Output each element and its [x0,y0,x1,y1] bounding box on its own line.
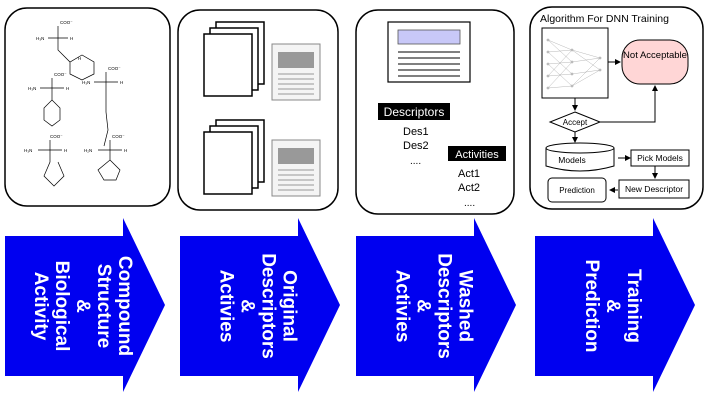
atom-label: COO⁻ [50,134,63,139]
stage-arrow-label: OriginalDescriptors&Activies [216,253,300,359]
atom-labels: COO⁻ H₃N H H COO⁻ H₃N H COO⁻ H₃N H COO⁻ … [24,20,127,153]
stage-arrow-shape [356,218,516,392]
descriptors-label: Descriptors [384,105,445,119]
atom-label: H₃N [28,86,36,91]
descriptor-sheet-bottom [271,139,321,197]
chemical-structures [38,26,122,187]
not-acceptable-node [621,39,689,85]
descriptor-2: Des2 [403,140,429,152]
stage-arrow-line: Compound [114,256,135,356]
stage-arrow-shape [5,218,165,392]
document-stack-top [203,21,265,97]
prediction-node [547,177,607,203]
panel-compound-structures [4,7,171,207]
atom-label: H [78,56,81,61]
models-label: Models [558,155,585,165]
stage-arrow-line: & [413,299,434,313]
stage-arrow-line: Structure [93,264,114,348]
atom-label: H₃N [24,148,32,153]
not-acceptable-text: Not Acceptable [623,50,687,61]
stage-arrow-line: Prediction [581,260,602,353]
stage-arrow-line: & [602,299,623,313]
atom-label: H₂N [84,148,92,153]
activity-more: .... [464,198,475,209]
stage-arrow-line: Activies [216,270,237,343]
stage-arrow-line: Biological [51,261,72,352]
activity-1: Act1 [458,168,480,180]
neural-network-thumbnail [541,27,609,99]
atom-label: H [124,148,127,153]
washed-document [387,21,471,83]
document-stack-bottom [203,119,265,195]
arrow-heads [572,59,658,193]
atom-label: COO⁻ [60,20,73,25]
atom-label: H [66,86,69,91]
atom-label: H [64,148,67,153]
stage-arrow: WashedDescriptors&Activies [356,218,516,392]
stage-arrow-shape [535,218,695,392]
stage-arrow-line: Descriptors [434,253,455,359]
stage-arrow-line: & [72,299,93,313]
atom-label: COO⁻ [112,134,125,139]
descriptor-1: Des1 [403,126,429,138]
stage-arrow-line: Activity [30,272,51,341]
stage-arrow-line: Washed [455,270,476,342]
stage-arrow: OriginalDescriptors&Activies [180,218,340,392]
stage-arrow-line: Activies [392,270,413,343]
atom-label: H [120,80,123,85]
stage-arrow: Training&Prediction [535,218,695,392]
models-database [545,142,615,172]
prediction-label: Prediction [559,186,595,195]
atom-label: H₃N [36,36,44,41]
new-descriptor-node [618,179,690,199]
atom-label: H₃N [82,80,90,85]
activities-label-box [448,146,506,161]
stage-arrow-label: WashedDescriptors&Activies [392,253,476,359]
pick-models-label: Pick Models [637,153,683,163]
not-acceptable-label: Not Acceptable [623,50,687,61]
descriptor-more: .... [410,156,421,167]
stage-arrow-shape [180,218,340,392]
algorithm-title: Algorithm For DNN Training [540,13,669,25]
activity-2: Act2 [458,182,480,194]
stage-arrow-label: CompoundStructure&BiologicalActivity [30,256,135,356]
atom-label: H [70,36,73,41]
descriptors-label-box [378,103,450,120]
stage-arrow-line: Descriptors [258,253,279,359]
stage-arrow-line: Training [623,269,644,343]
stage-arrow-line: & [237,299,258,313]
new-descriptor-label: New Descriptor [625,184,683,194]
stage-arrow-label: Training&Prediction [581,260,644,353]
atom-label: COO⁻ [108,66,121,71]
pick-models-node [630,149,690,167]
descriptor-sheet-top [271,43,321,101]
accept-decision-node [548,111,602,133]
atom-label: COO⁻ [54,72,67,77]
activities-label: Activities [455,149,499,161]
accept-label: Accept [563,118,588,127]
stage-arrow: CompoundStructure&BiologicalActivity [5,218,165,392]
stage-arrow-line: Original [279,270,300,342]
